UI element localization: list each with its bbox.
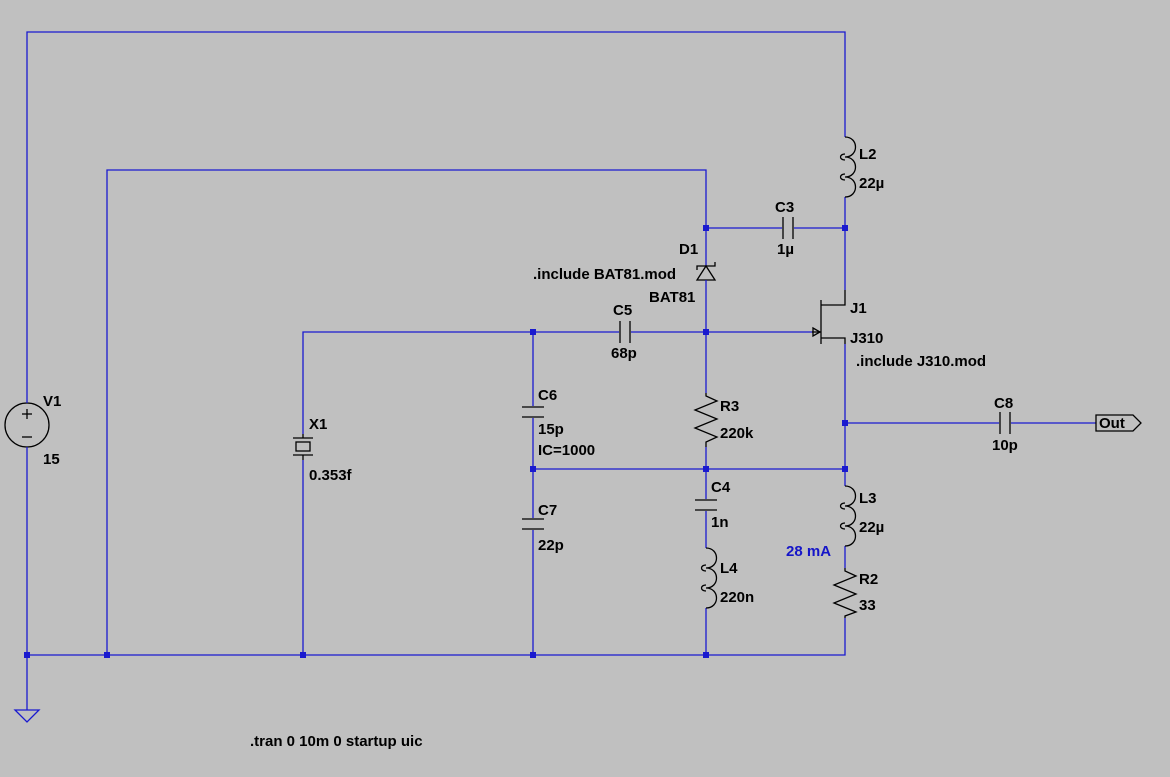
r2-value-label: 33 — [859, 597, 876, 614]
c4-ref-label: C4 — [711, 479, 731, 496]
l2-value-label: 22µ — [859, 175, 884, 192]
capacitor-c3[interactable] — [782, 217, 794, 239]
capacitor-c6[interactable] — [522, 406, 544, 418]
junction-dots — [24, 225, 848, 658]
v1-ref-label: V1 — [43, 393, 61, 410]
r3-value-label: 220k — [720, 425, 754, 442]
x1-value-label: 0.353f — [309, 467, 353, 484]
r3-ref-label: R3 — [720, 398, 739, 415]
d1-value-label: BAT81 — [649, 289, 695, 306]
l2-ref-label: L2 — [859, 146, 877, 163]
net-label-out[interactable] — [1095, 414, 1142, 432]
jfet-j1[interactable] — [812, 290, 846, 344]
c8-ref-label: C8 — [994, 395, 1013, 412]
inductor-l4[interactable] — [700, 547, 718, 609]
j1-include-directive: .include J310.mod — [856, 353, 986, 370]
l4-ref-label: L4 — [720, 560, 738, 577]
diode-d1[interactable] — [695, 256, 717, 282]
v1-value-label: 15 — [43, 451, 60, 468]
l3-value-label: 22µ — [859, 519, 884, 536]
j1-value-label: J310 — [850, 330, 883, 347]
voltage-source-v1[interactable] — [4, 396, 50, 455]
crystal-x1[interactable] — [293, 434, 313, 460]
d1-include-directive: .include BAT81.mod — [533, 266, 676, 283]
inductor-l2[interactable] — [839, 136, 857, 198]
c6-ref-label: C6 — [538, 387, 557, 404]
c5-value-label: 68p — [611, 345, 637, 362]
net-label-out-text: Out — [1099, 415, 1125, 432]
c8-value-label: 10p — [992, 437, 1018, 454]
capacitor-c7[interactable] — [522, 518, 544, 530]
r2-ref-label: R2 — [859, 571, 878, 588]
capacitor-c8[interactable] — [999, 412, 1011, 434]
c3-value-label: 1µ — [777, 241, 794, 258]
j1-ref-label: J1 — [850, 300, 867, 317]
c7-ref-label: C7 — [538, 502, 557, 519]
simulation-directive: .tran 0 10m 0 startup uic — [250, 733, 423, 750]
c7-value-label: 22p — [538, 537, 564, 554]
c4-value-label: 1n — [711, 514, 729, 531]
l4-value-label: 220n — [720, 589, 754, 606]
d1-ref-label: D1 — [679, 241, 698, 258]
wires — [26, 31, 1096, 710]
resistor-r2[interactable] — [832, 568, 858, 618]
capacitor-c4[interactable] — [695, 499, 717, 511]
c6-value-label: 15p — [538, 421, 564, 438]
c6-ic-label: IC=1000 — [538, 442, 595, 459]
resistor-r3[interactable] — [693, 393, 719, 447]
l3-ref-label: L3 — [859, 490, 877, 507]
current-annotation: 28 mA — [786, 543, 831, 560]
x1-ref-label: X1 — [309, 416, 327, 433]
ground-icon — [13, 709, 41, 723]
c3-ref-label: C3 — [775, 199, 794, 216]
capacitor-c5[interactable] — [619, 321, 631, 343]
inductor-l3[interactable] — [839, 485, 857, 547]
c5-ref-label: C5 — [613, 302, 632, 319]
